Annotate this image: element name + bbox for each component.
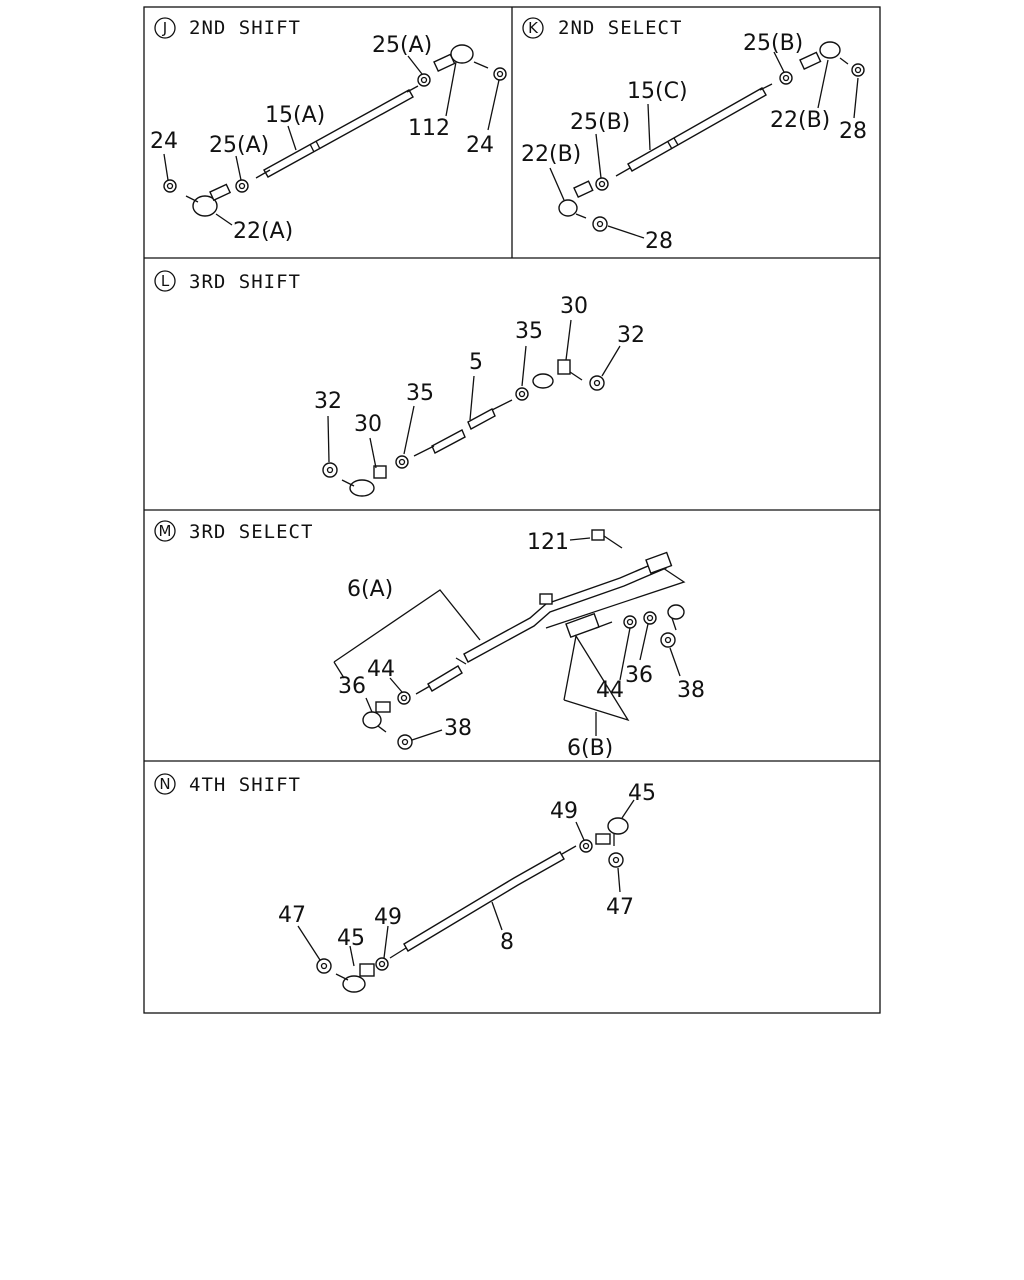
label-24-right: 24 <box>466 133 494 158</box>
label-32-left: 32 <box>314 389 342 414</box>
label-5: 5 <box>469 350 483 375</box>
panel-l-title: 3RD SHIFT <box>189 271 301 293</box>
label-38-right: 38 <box>677 678 705 703</box>
label-45-left: 45 <box>337 926 365 951</box>
label-22a: 22(A) <box>233 219 293 244</box>
panel-j-parts <box>163 44 507 226</box>
panel-n-4th-shift: N 4TH SHIFT <box>154 773 656 993</box>
label-6b: 6(B) <box>567 736 613 761</box>
label-112: 112 <box>408 116 450 141</box>
panel-m-parts <box>333 529 686 750</box>
panel-m-title: 3RD SELECT <box>189 521 313 543</box>
label-49-left: 49 <box>374 905 402 930</box>
label-8: 8 <box>500 930 514 955</box>
panel-n-parts <box>297 799 635 993</box>
panel-k-parts <box>549 41 865 239</box>
panel-l-parts <box>322 319 621 497</box>
label-15a: 15(A) <box>265 103 325 128</box>
label-28-right: 28 <box>839 119 867 144</box>
label-25a-mid: 25(A) <box>209 133 269 158</box>
panel-n-title: 4TH SHIFT <box>189 774 301 796</box>
panel-l-3rd-shift: L 3RD SHIFT <box>154 270 645 497</box>
label-47-right: 47 <box>606 895 634 920</box>
label-22b-right: 22(B) <box>770 108 830 133</box>
label-49-top: 49 <box>550 799 578 824</box>
panel-j-badge-circle <box>154 17 176 39</box>
label-47-left: 47 <box>278 903 306 928</box>
label-15c: 15(C) <box>627 79 688 104</box>
panel-n-badge: N <box>159 775 170 793</box>
label-38-left: 38 <box>444 716 472 741</box>
label-25a-top: 25(A) <box>372 33 432 58</box>
diagram-frame <box>143 6 881 1014</box>
label-30-top: 30 <box>560 294 588 319</box>
label-44-right: 44 <box>596 678 624 703</box>
panel-k-badge-circle <box>522 17 544 39</box>
label-6a: 6(A) <box>347 577 393 602</box>
label-36-left: 36 <box>338 674 366 699</box>
panel-k-title: 2ND SELECT <box>558 17 682 39</box>
panel-m-3rd-select: M 3RD SELECT <box>154 520 705 761</box>
panel-j-badge: J <box>162 19 167 37</box>
panel-l-badge-circle <box>154 270 176 292</box>
panel-l-badge: L <box>161 272 170 290</box>
label-22b-left: 22(B) <box>521 142 581 167</box>
panel-m-badge: M <box>159 522 172 540</box>
panel-n-badge-circle <box>154 773 176 795</box>
label-32-right: 32 <box>617 323 645 348</box>
label-24-left: 24 <box>150 129 178 154</box>
label-28-bottom: 28 <box>645 229 673 254</box>
label-44-left: 44 <box>367 657 395 682</box>
panel-j-title: 2ND SHIFT <box>189 17 301 39</box>
label-25b-mid: 25(B) <box>570 110 630 135</box>
label-30-left: 30 <box>354 412 382 437</box>
panel-m-badge-circle <box>154 520 176 542</box>
panel-j-2nd-shift: J 2ND SHIFT <box>150 17 507 244</box>
label-121: 121 <box>527 530 569 555</box>
label-35-top: 35 <box>515 319 543 344</box>
label-36-right: 36 <box>625 663 653 688</box>
label-35-left: 35 <box>406 381 434 406</box>
panel-k-badge: K <box>528 19 539 37</box>
label-25b-top: 25(B) <box>743 31 803 56</box>
panel-k-2nd-select: K 2ND SELECT <box>521 17 867 254</box>
label-45-top: 45 <box>628 781 656 806</box>
